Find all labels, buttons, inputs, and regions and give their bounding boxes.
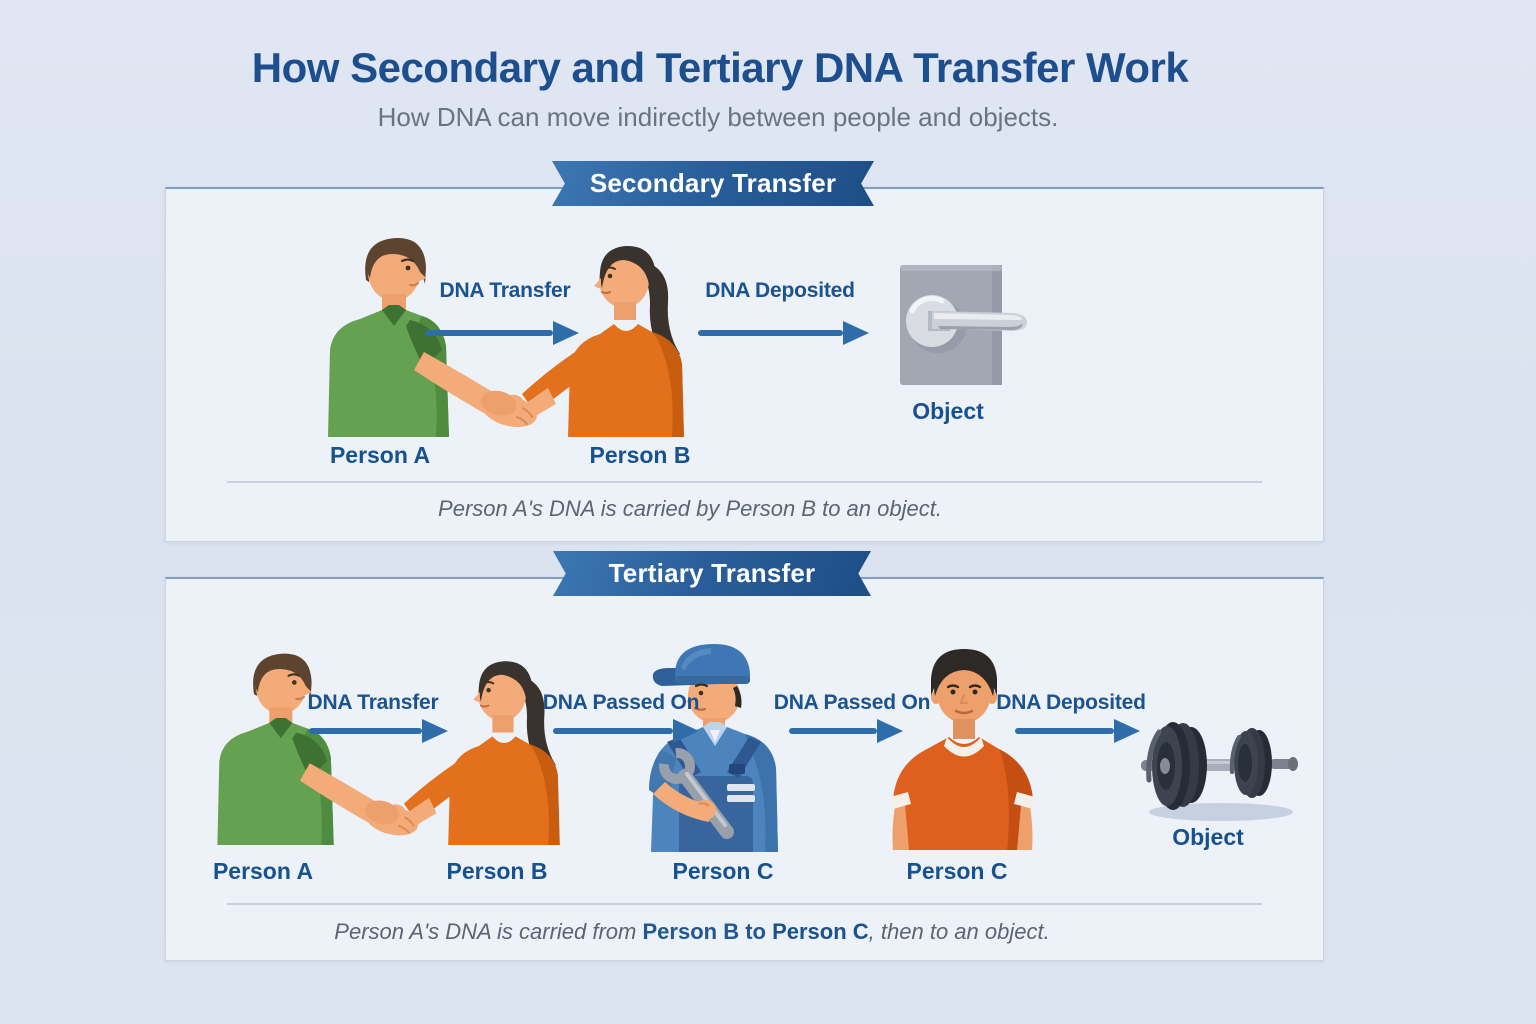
dna-passed-on-label: DNA Passed On — [773, 691, 931, 714]
page-subtitle: How DNA can move indirectly between peop… — [377, 102, 1059, 132]
person-a-person-b-handshake-figure — [217, 653, 560, 845]
door-handle-icon — [900, 265, 1028, 385]
page-title: How Secondary and Tertiary DNA Transfer … — [251, 44, 1189, 91]
dna-transfer-arrow — [425, 330, 553, 336]
person-c-label: Person C — [672, 858, 774, 884]
tertiary-caption: Person A's DNA is carried from Person B … — [165, 919, 1219, 945]
tertiary-caption-person-b: Person B to — [642, 919, 773, 944]
dna-deposited-arrow — [1015, 728, 1114, 734]
person-c-mechanic-figure — [649, 644, 778, 852]
dna-deposited-label: DNA Deposited — [996, 691, 1146, 714]
dna-transfer-arrow — [309, 728, 422, 734]
tertiary-caption-divider — [227, 903, 1262, 905]
tertiary-caption-part: Person A's DNA is carried from — [334, 919, 643, 944]
object-label: Object — [912, 398, 984, 424]
person-a-label: Person A — [329, 442, 431, 468]
person-c-label: Person C — [906, 858, 1008, 884]
person-b-label: Person B — [446, 858, 548, 884]
dna-deposited-arrow — [698, 330, 843, 336]
person-a-label: Person A — [212, 858, 314, 884]
dna-passed-on-label: DNA Passed On — [542, 691, 700, 714]
tertiary-caption-part: , then to an object. — [868, 919, 1050, 944]
dumbbell-icon — [1141, 722, 1298, 821]
dna-passed-on-arrow — [553, 728, 673, 734]
dna-deposited-label: DNA Deposited — [705, 279, 855, 302]
tertiary-caption-person-c: Person C — [772, 919, 869, 944]
secondary-caption-divider — [227, 481, 1262, 483]
person-b-label: Person B — [589, 442, 691, 468]
person-a-person-b-handshake-figure — [328, 237, 684, 437]
secondary-transfer-banner: Secondary Transfer — [552, 161, 874, 206]
person-c-orange-shirt-figure — [890, 649, 1035, 850]
secondary-caption: Person A's DNA is carried by Person B to… — [438, 496, 942, 521]
dna-passed-on-arrow — [789, 728, 877, 734]
dna-transfer-label: DNA Transfer — [307, 691, 439, 714]
dna-transfer-label: DNA Transfer — [439, 279, 571, 302]
object-label: Object — [1172, 824, 1244, 850]
tertiary-transfer-banner: Tertiary Transfer — [553, 551, 871, 596]
